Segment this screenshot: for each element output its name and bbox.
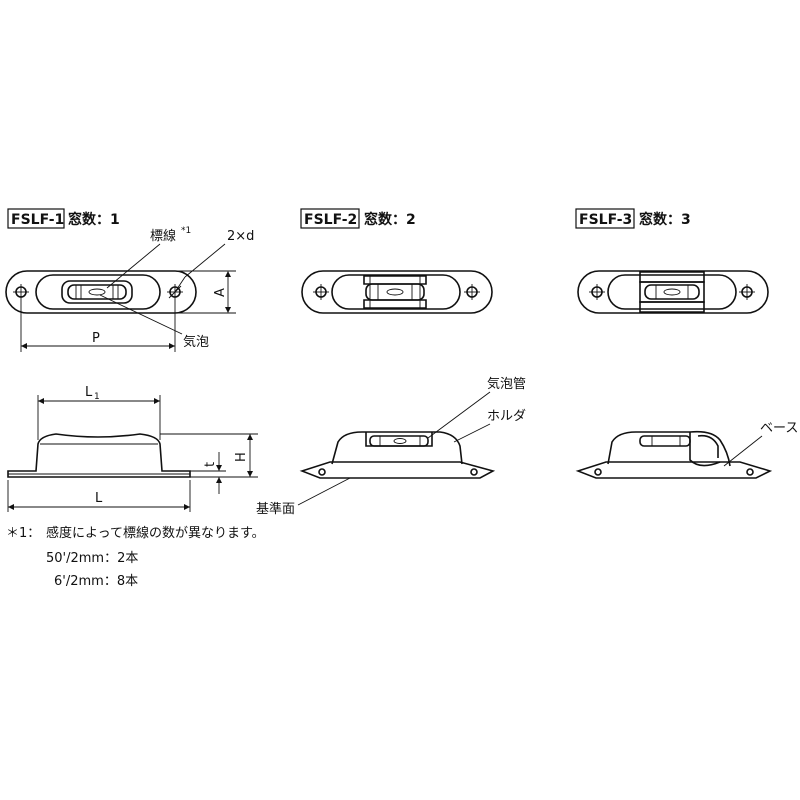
fslf-2-top-view xyxy=(301,270,493,314)
dim-p-label: P xyxy=(92,331,100,346)
footnote-marker: *1 xyxy=(181,226,191,236)
dim-l1-subscript: 1 xyxy=(94,392,100,402)
dim-l-label: L xyxy=(95,491,103,506)
footnote-text: 感度によって標線の数が異なります。 xyxy=(46,526,265,541)
window-count: 窓数：3 xyxy=(639,211,691,228)
model-header-fslf-2: FSLF-2 窓数：2 xyxy=(300,208,416,229)
holder-label: ホルダ xyxy=(487,409,526,424)
fslf-2-iso-view xyxy=(299,431,496,479)
window-count: 窓数：1 xyxy=(68,211,120,228)
model-code: FSLF-2 xyxy=(304,212,357,228)
dim-a-label: A xyxy=(213,288,228,297)
fslf-3-top-view xyxy=(577,270,769,314)
dim-l1-label: L xyxy=(85,385,93,400)
fslf-3-iso-view xyxy=(575,430,773,479)
model-header-fslf-1: FSLF-1 窓数：1 xyxy=(7,208,120,229)
fslf-1-top-view xyxy=(5,270,197,314)
bubble-label: 気泡 xyxy=(183,334,209,350)
dim-t-label: t xyxy=(203,462,218,467)
model-header-fslf-3: FSLF-3 窓数：3 xyxy=(575,208,691,229)
dim-h-label: H xyxy=(234,452,249,462)
fslf-2-annotations: 気泡管 ホルダ 基準面 xyxy=(256,376,526,517)
fslf-3-annotations: ベース xyxy=(723,421,798,467)
vial-label: 気泡管 xyxy=(487,376,526,392)
mark-line-label: 標線 xyxy=(150,228,176,244)
fslf-1-annotations: 標線 *1 2×d A P 気泡 xyxy=(20,226,254,352)
footnote-marker-text: ＊1： xyxy=(6,526,41,541)
base-label: ベース xyxy=(760,421,798,436)
holes-label: 2×d xyxy=(227,229,254,244)
reference-surface-label: 基準面 xyxy=(256,501,295,517)
footnote-row-2: 6'/2mm：8本 xyxy=(54,574,139,589)
mounting-hole-left xyxy=(13,284,29,300)
model-code: FSLF-3 xyxy=(579,212,632,228)
fslf-1-side-view: L 1 H t L xyxy=(7,385,258,512)
model-code: FSLF-1 xyxy=(11,212,64,228)
footnote-row-1: 50'/2mm：2本 xyxy=(46,551,139,566)
window-count: 窓数：2 xyxy=(364,211,416,228)
